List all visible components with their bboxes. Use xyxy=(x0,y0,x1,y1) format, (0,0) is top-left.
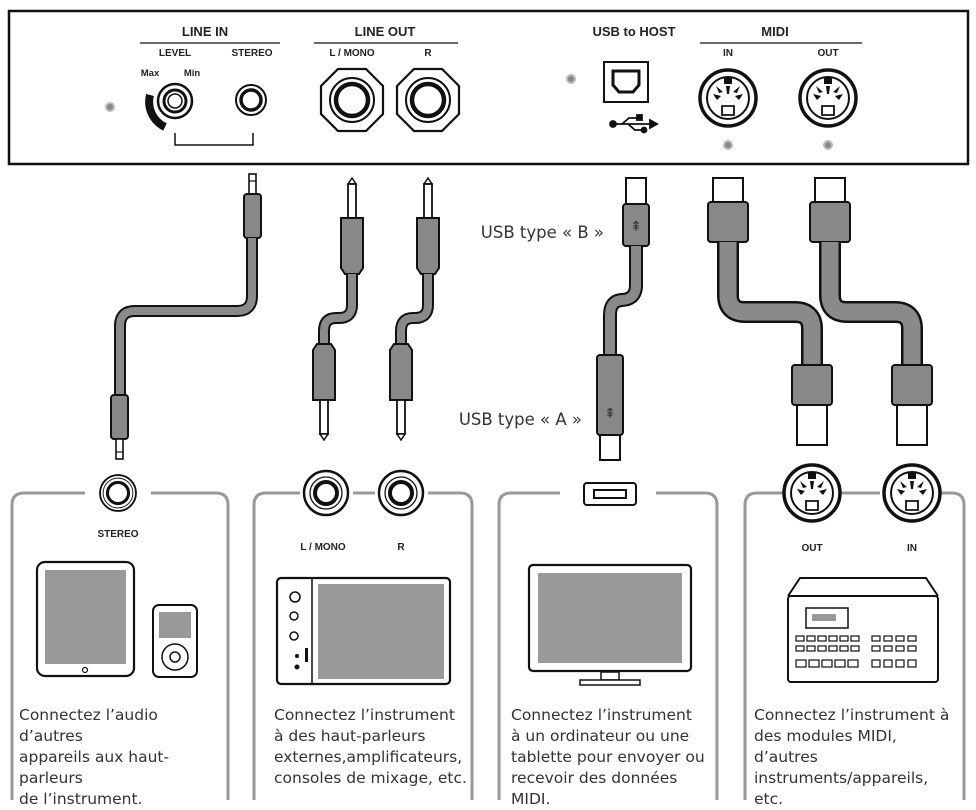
l-mono-input-jack xyxy=(302,469,350,517)
stereo-jack[interactable] xyxy=(235,84,267,116)
usb-icon: ⇞ xyxy=(604,406,616,422)
device-box-stereo xyxy=(10,491,85,800)
max-label: Max xyxy=(141,68,160,79)
screw-icon xyxy=(723,140,733,150)
line-out-r-cable xyxy=(389,176,440,442)
music-player-icon xyxy=(152,604,198,678)
usb-caption: Connectez l’instrument à un ordinateur o… xyxy=(511,706,705,808)
midi-out-label: OUT xyxy=(817,48,838,59)
usb-to-host-title: USB to HOST xyxy=(592,24,675,39)
midi-cable-in-to-out xyxy=(707,177,833,446)
device-box-midi xyxy=(743,491,785,800)
usb-icon xyxy=(609,114,659,134)
midi-out-port-label: OUT xyxy=(801,543,822,554)
tablet-icon xyxy=(35,560,136,678)
line-out-r-jack[interactable] xyxy=(395,67,461,133)
usb-cable: ⇞ ⇞ xyxy=(596,177,650,461)
usb-icon: ⇞ xyxy=(630,219,642,235)
screw-icon xyxy=(105,102,115,112)
stereo-mini-cable xyxy=(110,173,262,460)
r-port-label: R xyxy=(397,542,405,553)
midi-caption: Connectez l’instrument à des modules MID… xyxy=(754,706,950,808)
r-label: R xyxy=(424,48,432,59)
min-label: Min xyxy=(184,68,201,79)
monitor-icon xyxy=(527,563,693,686)
stereo-input-jack xyxy=(98,473,138,513)
midi-in-label: IN xyxy=(723,48,733,59)
screw-icon xyxy=(823,140,833,150)
r-input-jack xyxy=(377,469,425,517)
midi-in-port[interactable] xyxy=(698,68,758,128)
l-mono-port-label: L / MONO xyxy=(300,542,346,553)
midi-out-port[interactable] xyxy=(798,68,858,128)
stereo-caption: Connectez l’audio d’autres appareils aux… xyxy=(19,706,170,808)
midi-cable-out-to-in xyxy=(809,177,933,446)
level-knob[interactable] xyxy=(145,82,194,131)
line-out-title: LINE OUT xyxy=(355,24,416,39)
midi-in-device-port xyxy=(882,463,942,523)
mixing-console-icon xyxy=(275,576,452,686)
line-out-l-jack[interactable] xyxy=(319,67,385,133)
line-in-title: LINE IN xyxy=(182,24,228,39)
usb-a-port-icon xyxy=(583,482,637,506)
midi-module-icon xyxy=(787,577,939,683)
device-box-usb xyxy=(497,491,560,800)
device-box-lineout xyxy=(252,491,300,800)
midi-title: MIDI xyxy=(761,24,788,39)
usb-a-label: USB type « A » xyxy=(459,410,582,429)
line-out-l-cable xyxy=(312,176,364,442)
usb-b-label: USB type « B » xyxy=(481,223,604,242)
midi-out-device-port xyxy=(782,463,842,523)
usb-b-port[interactable] xyxy=(603,61,649,103)
midi-in-port-label: IN xyxy=(907,543,917,554)
l-mono-label: L / MONO xyxy=(329,48,375,59)
lineout-caption: Connectez l’instrument à des haut-parleu… xyxy=(274,706,467,787)
level-label: LEVEL xyxy=(159,48,191,59)
stereo-label: STEREO xyxy=(231,48,272,59)
stereo-port-label: STEREO xyxy=(97,529,138,540)
screw-icon xyxy=(566,74,576,84)
